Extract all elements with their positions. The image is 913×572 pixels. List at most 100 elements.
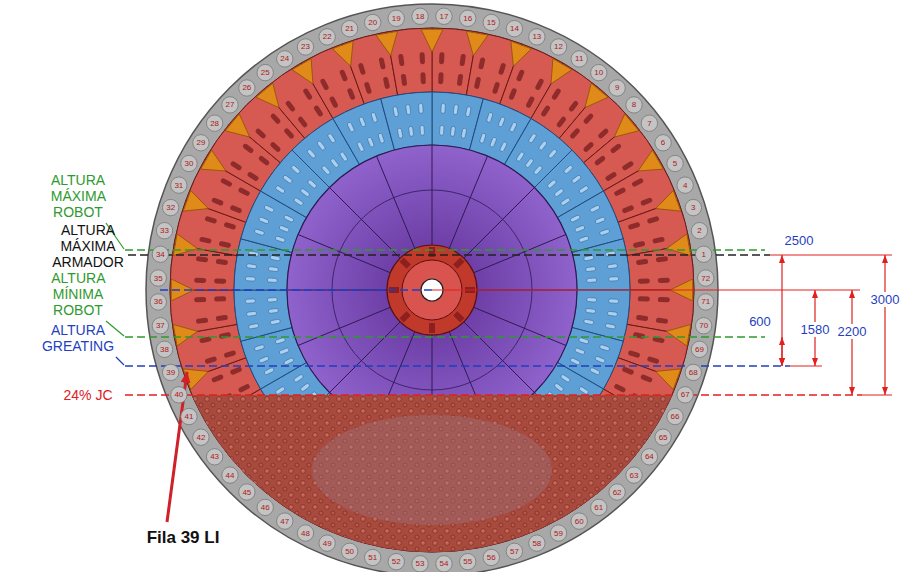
grate-slot — [560, 374, 571, 383]
callout-number: 52 — [392, 557, 401, 566]
bolt-position-circle — [591, 499, 607, 515]
liner-slot — [211, 197, 224, 206]
pulp-lifter-rib — [298, 307, 390, 345]
grate-slot — [498, 116, 506, 127]
callout-number: 28 — [210, 119, 219, 128]
bolt-position-circle — [239, 484, 255, 500]
bolt-position-circle — [297, 39, 313, 55]
callout-number: 1 — [701, 250, 705, 259]
grate-slot — [605, 251, 616, 257]
grate-slot — [347, 122, 355, 133]
grate-slot — [609, 299, 619, 304]
callout-number: 65 — [659, 433, 668, 442]
liner-slot — [636, 259, 649, 266]
bolt-position-circle — [691, 222, 707, 238]
grate-slot — [359, 116, 367, 127]
dimension-line — [884, 255, 885, 395]
callout-number: 15 — [487, 18, 496, 27]
liner-slot — [622, 366, 635, 375]
callout-number: 62 — [613, 488, 622, 497]
liner-slot — [214, 278, 226, 283]
grate-slot — [587, 278, 597, 283]
callout-number: 44 — [226, 471, 235, 480]
callout-number: 48 — [301, 529, 310, 538]
grate-slot — [267, 297, 277, 302]
callout-number: 14 — [510, 24, 519, 33]
liner-slot — [498, 62, 506, 75]
grate-slot — [599, 229, 610, 236]
liner-slot — [358, 62, 366, 75]
mill-charge — [0, 395, 913, 572]
level-line — [125, 394, 862, 396]
liner-slot — [211, 374, 224, 383]
callout-number: 27 — [226, 100, 235, 109]
grate-slot — [450, 126, 455, 136]
pulp-lifter-rib — [464, 322, 535, 393]
callout-number: 39 — [166, 368, 175, 377]
lifter-bar — [201, 150, 226, 171]
callout-number: 22 — [323, 32, 332, 41]
liner-slot — [255, 128, 267, 140]
liner-slot — [320, 78, 330, 91]
grate-slot — [275, 337, 286, 344]
callout-number: 43 — [210, 452, 219, 461]
liner-slot — [605, 171, 618, 182]
liner-slot — [640, 374, 653, 383]
lifter-bar — [551, 59, 572, 84]
lifter-bar — [511, 41, 532, 66]
grate-slot — [275, 386, 286, 395]
liner-slot — [285, 100, 296, 113]
bolt-position-circle — [506, 20, 522, 36]
grate-slot — [246, 264, 256, 269]
callout-number: 54 — [439, 559, 448, 568]
bolt-position-circle — [162, 199, 178, 215]
liner-slot — [610, 143, 623, 154]
grate-slot — [574, 347, 585, 355]
level-line — [160, 289, 432, 290]
liner-slot — [196, 317, 209, 324]
grate-slot — [605, 323, 616, 329]
callout-number: 47 — [280, 517, 289, 526]
bolt-position-circle — [193, 429, 209, 445]
bolt-position-circle — [667, 408, 683, 424]
cone-bolt — [399, 311, 410, 322]
liner-slot — [238, 383, 251, 393]
grate-slot — [563, 165, 573, 175]
bolt-position-circle — [436, 8, 452, 24]
liner-slot — [204, 356, 217, 364]
grate-slot — [268, 308, 278, 313]
liner-slot — [219, 332, 232, 339]
callout-number: 37 — [156, 321, 165, 330]
pulp-lifter-rib — [329, 187, 400, 258]
dimension-value: 2200 — [836, 324, 869, 339]
grate-slot — [590, 205, 601, 213]
callout-number: 56 — [487, 553, 496, 562]
grate-slot — [570, 357, 581, 365]
liner-slot — [339, 69, 348, 82]
callout-number: 8 — [632, 100, 636, 109]
pulp-lifter-rib — [474, 235, 566, 273]
grate-slot — [300, 188, 310, 197]
liner-slot — [556, 116, 567, 129]
liner-slot — [420, 72, 425, 84]
callout-number: 50 — [345, 547, 354, 556]
grate-slot — [595, 356, 606, 364]
leader-line — [106, 321, 124, 336]
grate-slot — [609, 277, 619, 282]
callout-number: 35 — [154, 274, 163, 283]
grate-slot — [246, 311, 256, 316]
callout-number: 13 — [532, 32, 541, 41]
bolt-position-circle — [181, 408, 197, 424]
liner-slot — [640, 197, 653, 206]
liner-slot — [194, 297, 206, 302]
grate-slot — [339, 151, 348, 162]
liner-slot — [508, 87, 517, 100]
lifter-bar — [638, 150, 663, 171]
grate-slot — [321, 165, 331, 175]
grate-slot — [599, 344, 610, 351]
liner-slot — [516, 69, 525, 82]
grate-slot — [479, 133, 486, 144]
liner-slot — [534, 78, 544, 91]
level-label: ALTURA MÍNIMA ROBOT — [51, 270, 104, 318]
liner-slot — [636, 315, 649, 322]
